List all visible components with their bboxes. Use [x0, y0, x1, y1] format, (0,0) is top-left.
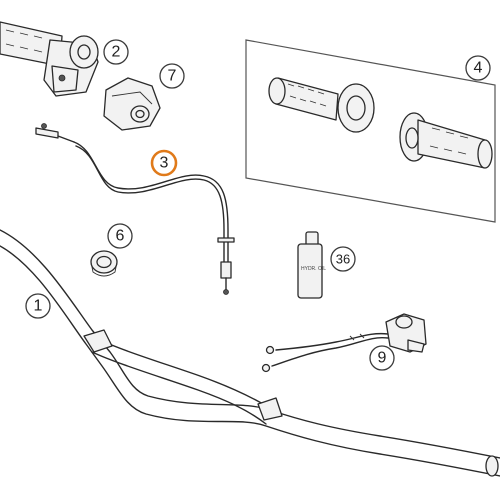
- grip-right-part: [399, 112, 493, 169]
- callout-9-label: 9: [378, 350, 387, 367]
- throttle-grip-part: [0, 21, 99, 97]
- callout-4-label: 4: [474, 60, 483, 77]
- callout-7-label: 7: [168, 68, 177, 85]
- bottle-label-text: HYDR. OIL: [301, 266, 326, 272]
- callout-3[interactable]: 3: [150, 149, 178, 177]
- grip-left-part: [268, 77, 375, 133]
- grip-set-frame: [245, 39, 496, 223]
- callout-36-label: 36: [336, 252, 350, 267]
- kill-switch-part: [261, 313, 427, 373]
- oil-bottle-part: HYDR. OIL: [297, 231, 326, 299]
- callout-2-label: 2: [112, 44, 121, 61]
- callout-1-label: 1: [34, 298, 43, 315]
- callout-6-label: 6: [116, 228, 125, 245]
- callout-7[interactable]: 7: [159, 63, 185, 89]
- handlebar-part: [0, 229, 500, 477]
- callout-9[interactable]: 9: [369, 345, 395, 371]
- callout-4[interactable]: 4: [465, 55, 491, 81]
- callout-6[interactable]: 6: [107, 223, 133, 249]
- callout-2[interactable]: 2: [103, 39, 129, 65]
- ring-part: [90, 250, 118, 277]
- callout-36[interactable]: 36: [330, 246, 356, 272]
- callout-1[interactable]: 1: [25, 293, 51, 319]
- throttle-cable-part: [35, 123, 235, 295]
- callout-3-label: 3: [160, 155, 169, 172]
- throttle-cover-part: [103, 77, 161, 131]
